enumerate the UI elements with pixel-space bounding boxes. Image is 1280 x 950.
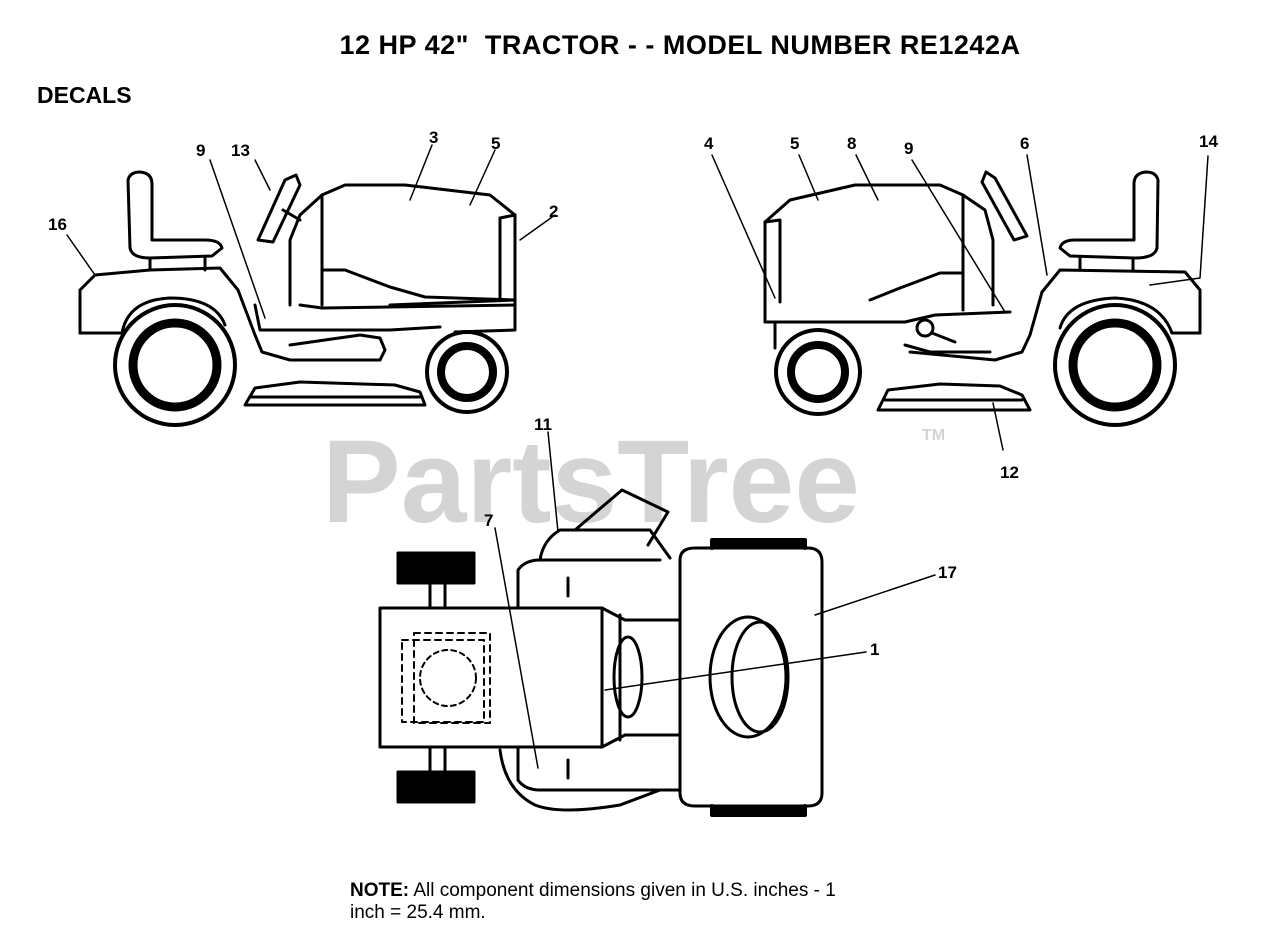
callout-5-right: 5: [790, 134, 799, 153]
seat-left: [126, 170, 224, 260]
rear-body-top: [378, 606, 604, 749]
callout-14: 14: [1199, 132, 1218, 151]
hood-left: [320, 268, 517, 302]
tractor-top-view: [378, 431, 936, 817]
mower-deck-top: [498, 748, 662, 812]
callout-4: 4: [704, 134, 714, 153]
note-text-2: inch = 25.4 mm.: [350, 902, 486, 923]
rear-tire-top-lower: [396, 770, 476, 804]
front-wheel-left: [425, 330, 509, 414]
callout-1: 1: [870, 640, 879, 659]
callout-12: 12: [1000, 463, 1019, 482]
tractor-right-view: [711, 154, 1209, 451]
callout-13: 13: [231, 141, 250, 160]
note-label: NOTE:: [350, 880, 410, 901]
rear-wheel-right: [1053, 303, 1177, 427]
callout-9-right: 9: [904, 139, 913, 158]
callout-5-left: 5: [491, 134, 500, 153]
callouts-left-view: 9 13 3 5 2 16: [48, 128, 558, 234]
watermark: PartsTree TM: [322, 416, 945, 548]
note-text: All component dimensions given in U.S. i…: [413, 880, 836, 901]
callouts-right-view: 4 5 8 9 6 14 12: [704, 132, 1218, 482]
callout-7: 7: [484, 511, 493, 530]
rear-fender-left: [78, 266, 382, 362]
front-wheel-right: [774, 328, 862, 416]
callout-6: 6: [1020, 134, 1029, 153]
hood-right: [763, 183, 965, 324]
steering-wheel-left: [256, 173, 302, 244]
callout-16: 16: [48, 215, 67, 234]
rear-tire-top-upper: [396, 551, 476, 585]
rear-wheel-left: [113, 303, 237, 427]
callout-3: 3: [429, 128, 438, 147]
page-title: 12 HP 42" TRACTOR - - MODEL NUMBER RE124…: [339, 30, 1021, 60]
callout-9-left: 9: [196, 141, 205, 160]
steering-wheel-right: [980, 170, 1029, 242]
watermark-text: PartsTree: [322, 416, 860, 548]
front-hood-top: [678, 546, 824, 808]
dimension-note: NOTE: All component dimensions given in …: [350, 880, 950, 924]
callout-17: 17: [938, 563, 957, 582]
callout-2: 2: [549, 202, 558, 221]
tractor-left-view: [66, 144, 556, 427]
seat-right: [1058, 170, 1160, 260]
rear-fender-right: [908, 268, 1202, 362]
discharge-chute-top: [538, 528, 672, 562]
mower-deck-right: [876, 382, 1032, 412]
watermark-tm: TM: [922, 427, 945, 444]
callout-8: 8: [847, 134, 856, 153]
section-title: DECALS: [37, 82, 132, 108]
mower-deck-left: [243, 380, 427, 407]
callouts-top-view: 11 7 17 1: [484, 415, 957, 659]
callout-11: 11: [534, 415, 552, 434]
